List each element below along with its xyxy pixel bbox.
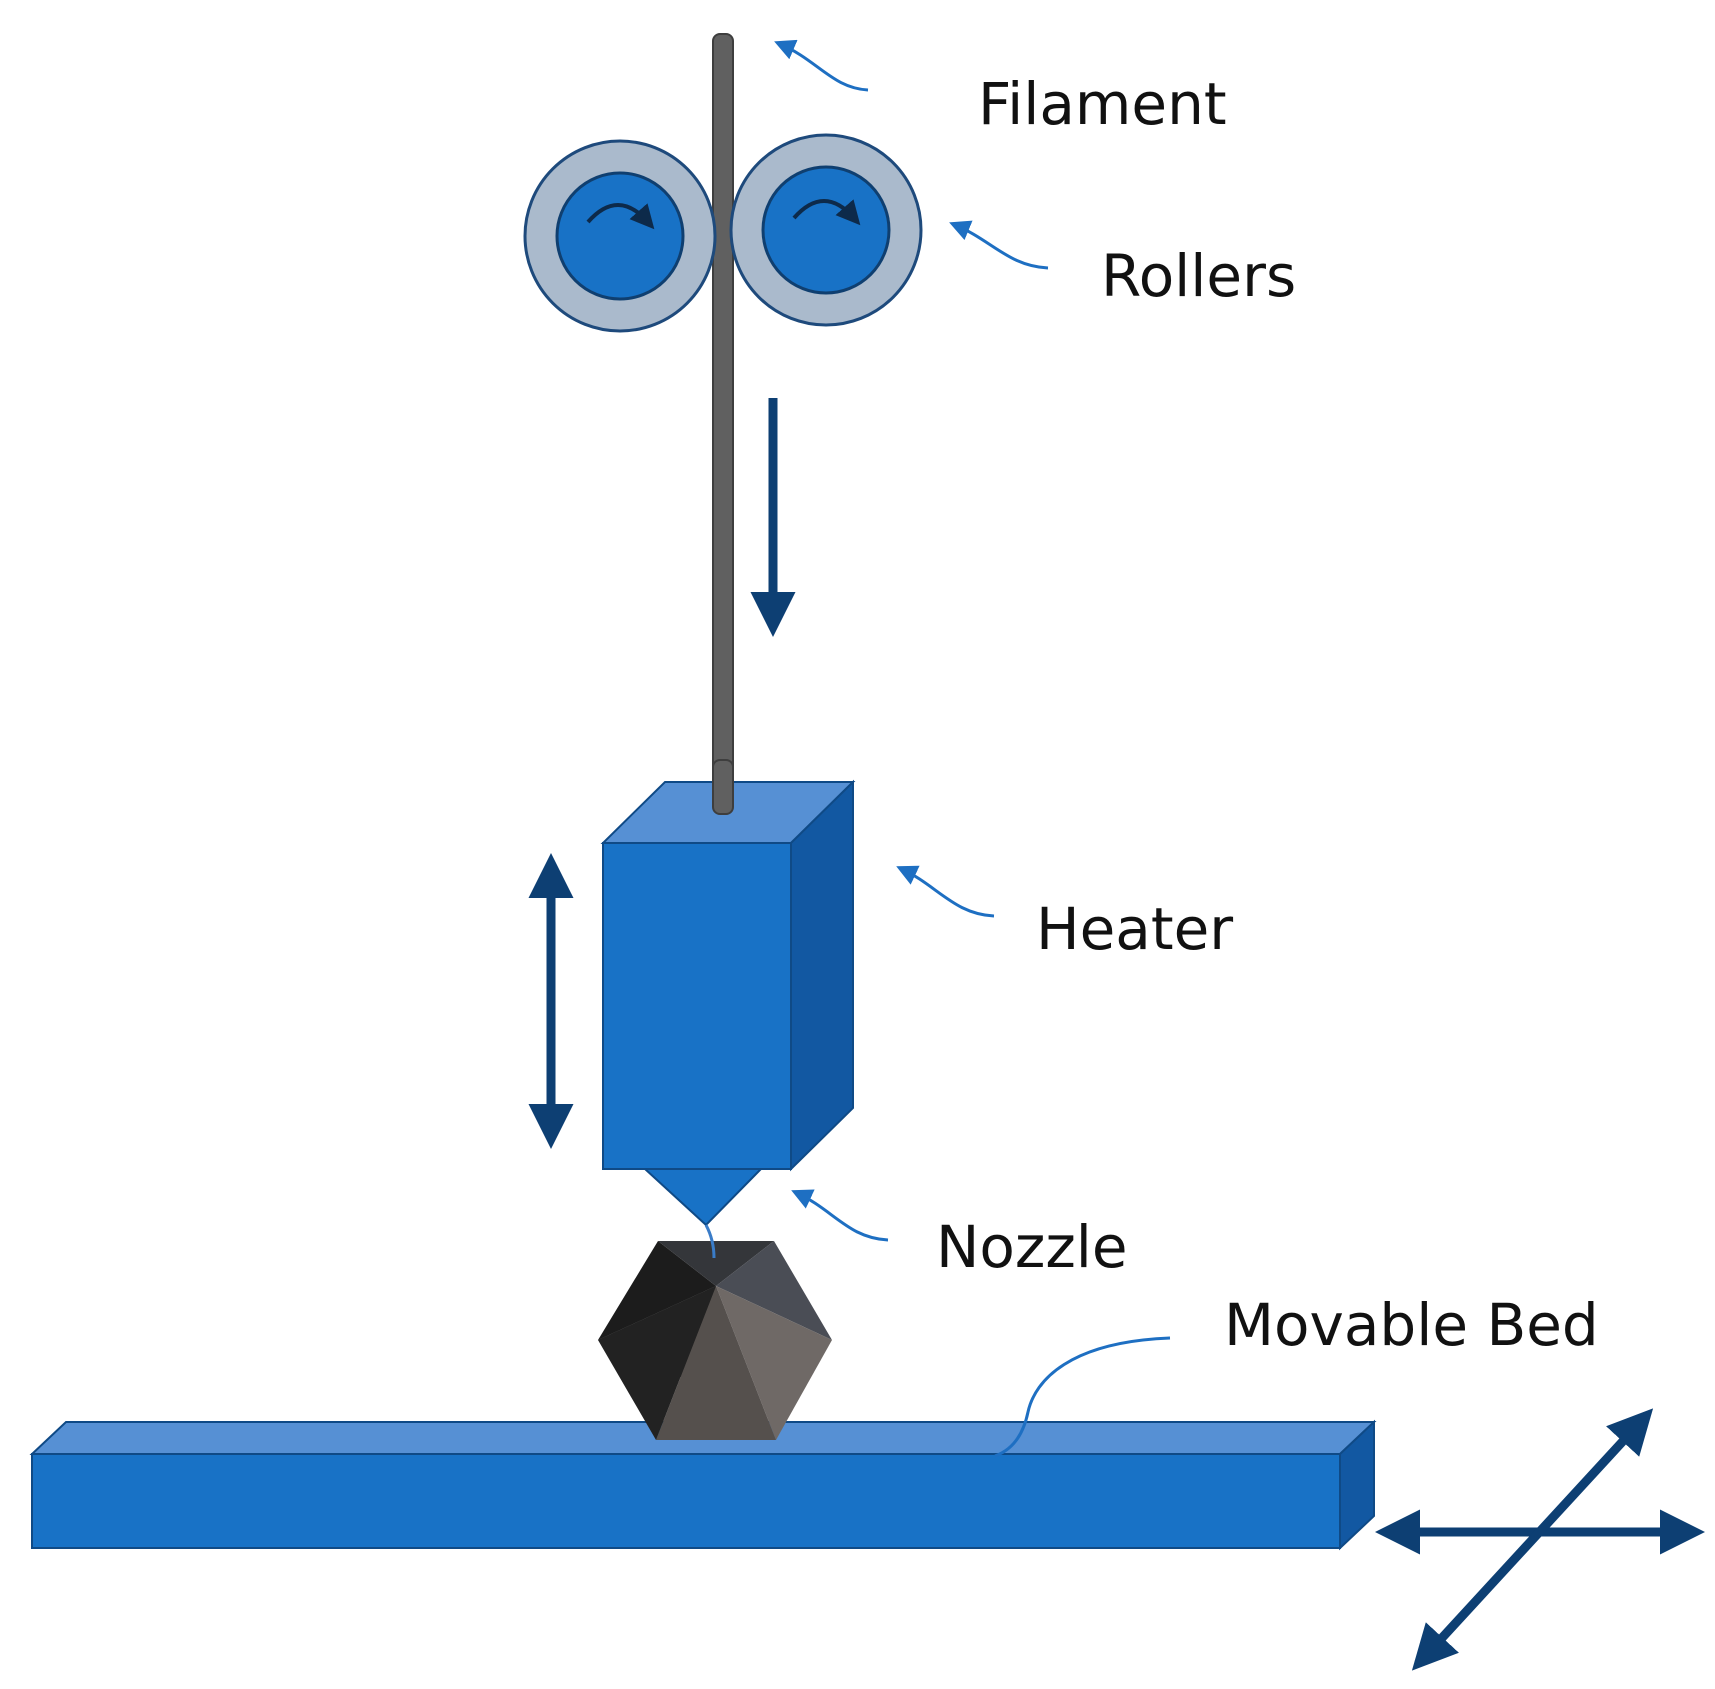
xy-motion-arrows-icon [1375, 1408, 1705, 1671]
roller-right [729, 133, 923, 327]
rotation-arrow-icon [792, 199, 861, 226]
movable-bed [29, 1419, 1377, 1551]
nozzle-pointer-arrow [791, 1189, 889, 1242]
filament-label: Filament [978, 70, 1227, 138]
nozzle-tip [642, 1168, 764, 1227]
movable-bed-label: Movable Bed [1224, 1291, 1599, 1359]
rollers-label: Rollers [1101, 242, 1296, 310]
rotation-arrow-icon [586, 203, 655, 230]
movable-bed-pointer-line [994, 1336, 1171, 1458]
filament-pointer-arrow [774, 39, 869, 92]
rollers-pointer-arrow [949, 220, 1049, 270]
roller-left [523, 139, 717, 333]
nozzle-label: Nozzle [936, 1213, 1128, 1281]
heater-block [600, 779, 856, 1172]
filament-strand [712, 33, 734, 817]
heater-label: Heater [1036, 895, 1233, 963]
extrusion-strand [704, 1224, 716, 1259]
filament-entry [712, 759, 734, 815]
printed-object [598, 1241, 832, 1440]
heater-pointer-arrow [896, 865, 995, 918]
